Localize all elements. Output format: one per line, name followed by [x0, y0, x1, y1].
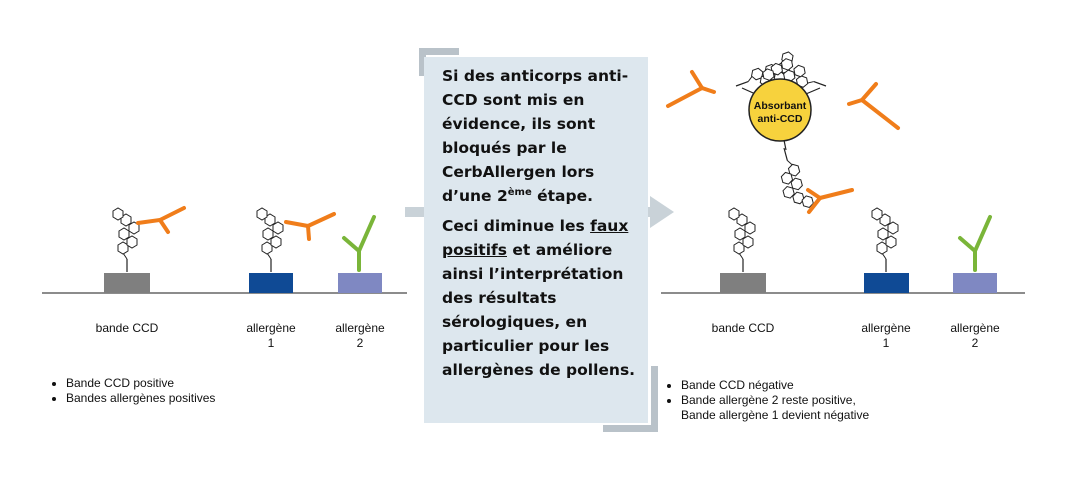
y-antibody-icon [136, 206, 336, 241]
left-baseline [42, 292, 407, 294]
callout-para1-end: étape. [531, 187, 594, 205]
ccd-glycan-icon [257, 208, 283, 272]
right-allergen1-label-line2: 1 [882, 336, 890, 350]
ccd-glycan-icon [872, 208, 898, 272]
callout-underlined-text: faux positifs [442, 217, 629, 259]
ccd-glycan-icon [113, 208, 139, 272]
left-allergen1-label: allergène 1 [221, 321, 321, 351]
right-allergen1-band [864, 273, 909, 293]
right-allergen1-label-line1: allergène [861, 321, 911, 335]
callout-corner-bottom [603, 425, 651, 432]
y-antibody-icon [342, 215, 992, 272]
right-allergen1-label: allergène 1 [836, 321, 936, 351]
ccd-glycan-icon [729, 208, 755, 272]
right-allergen2-label-line2: 2 [971, 336, 979, 350]
left-bullet-list: Bande CCD positive Bandes allergènes pos… [44, 376, 215, 406]
list-item: Bandes allergènes positives [66, 391, 215, 406]
callout-superscript: ème [507, 186, 532, 198]
right-allergen2-label: allergène 2 [925, 321, 1025, 351]
absorbant-label-line1: Absorbant [753, 100, 807, 112]
right-ccd-band [720, 273, 766, 293]
list-item-line2: Bande allergène 1 devient négative [681, 408, 870, 422]
list-item-line1: Bande allergène 2 reste positive, [681, 393, 856, 407]
callout-paragraph-2: Ceci diminue les faux positifs et amélio… [442, 214, 642, 382]
callout-corner-bottom-side [651, 366, 658, 432]
left-allergen2-label-line1: allergène [335, 321, 385, 335]
list-item: Bande CCD positive [66, 376, 215, 391]
left-allergen2-label: allergène 2 [310, 321, 410, 351]
left-allergen2-label-line2: 2 [356, 336, 364, 350]
right-baseline [661, 292, 1025, 294]
absorbant-label: Absorbant anti-CCD [751, 100, 809, 126]
left-allergen2-band [338, 273, 382, 293]
callout-paragraph-1: Si des anticorps anti-CCD sont mis en év… [442, 64, 642, 208]
callout-para2-end: et améliore ainsi l’interprétation des r… [442, 241, 636, 379]
callout-text: Si des anticorps anti-CCD sont mis en év… [442, 64, 642, 382]
callout-corner-top [419, 48, 459, 55]
right-bullet-list: Bande CCD négative Bande allergène 2 res… [659, 378, 869, 423]
right-allergen2-label-line1: allergène [950, 321, 1000, 335]
left-allergen1-label-line2: 1 [267, 336, 275, 350]
right-ccd-label: bande CCD [711, 321, 775, 335]
list-item: Bande CCD négative [681, 378, 869, 393]
absorbant-label-line2: anti-CCD [757, 113, 803, 125]
callout-box [424, 57, 648, 423]
list-item: Bande allergène 2 reste positive,Bande a… [681, 393, 869, 423]
left-allergen1-label-line1: allergène [246, 321, 296, 335]
left-ccd-label: bande CCD [95, 321, 159, 335]
right-allergen2-band [953, 273, 997, 293]
callout-corner-top-side [419, 48, 426, 76]
absorbant-bead-icon [731, 51, 830, 213]
y-antibody-icon [666, 70, 900, 214]
left-ccd-band [104, 273, 150, 293]
callout-para2-start: Ceci diminue les [442, 217, 591, 235]
left-allergen1-band [249, 273, 293, 293]
callout-para1: Si des anticorps anti-CCD sont mis en év… [442, 67, 629, 205]
